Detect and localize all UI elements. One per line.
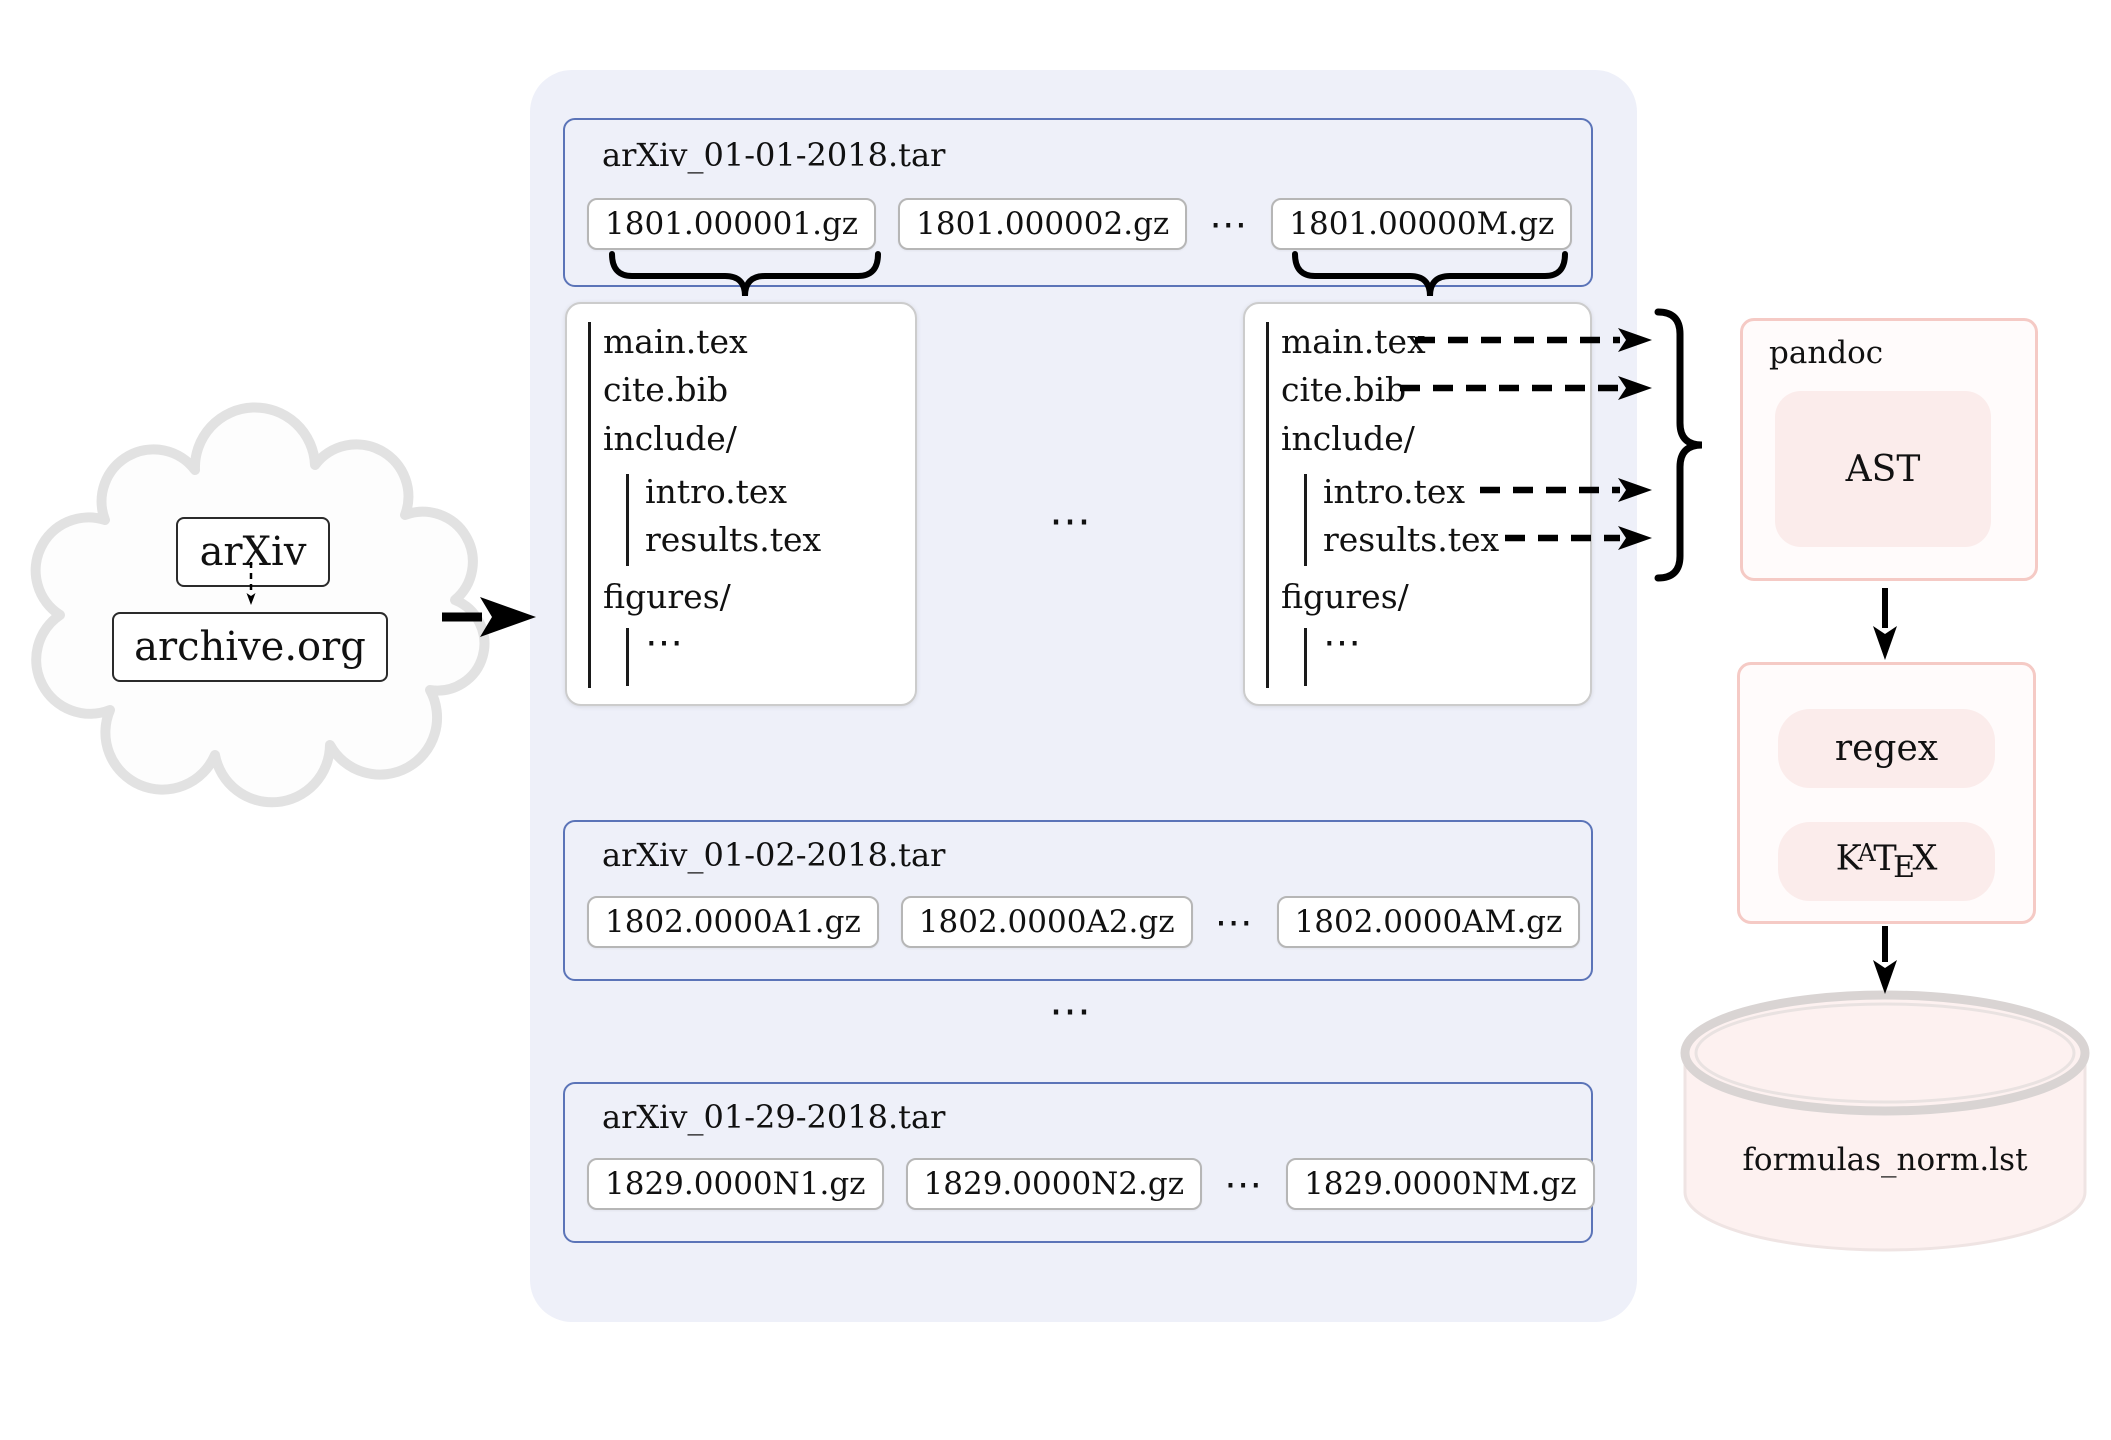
gz-file-row: 1801.000001.gz 1801.000002.gz ⋯ 1801.000… [587, 198, 1573, 250]
gz-file: 1802.0000A2.gz [900, 896, 1193, 948]
tree-entry: figures/ [1281, 577, 1409, 616]
file-tree-right: main.tex cite.bib include/ intro.tex res… [1243, 302, 1592, 706]
database-label: formulas_norm.lst [1742, 1142, 2028, 1178]
tree-entry: include/ [1281, 419, 1415, 458]
tar-box-01-02: arXiv_01-02-2018.tar 1802.0000A1.gz 1802… [563, 820, 1593, 981]
gz-file: 1802.0000AM.gz [1276, 896, 1581, 948]
gz-file: 1801.00000M.gz [1271, 198, 1573, 250]
tree-entry: cite.bib [603, 370, 729, 409]
tars-ellipsis: ⋯ [1049, 986, 1091, 1035]
tree-entry: figures/ [603, 577, 731, 616]
tree-entry: results.tex [645, 520, 822, 559]
tree-ellipsis: ⋯ [1323, 620, 1361, 664]
gz-file: 1802.0000A1.gz [587, 896, 879, 948]
tree-entry: intro.tex [645, 472, 788, 511]
ast-chip: AST [1775, 391, 1991, 547]
gz-ellipsis: ⋯ [1224, 1162, 1265, 1206]
katex-chip: KATEX [1778, 822, 1995, 901]
gz-file: 1801.000002.gz [898, 198, 1188, 250]
tree-rule [626, 628, 629, 686]
tar-title: arXiv_01-01-2018.tar [602, 136, 946, 174]
regex-label: regex [1834, 728, 1939, 769]
tree-entry: intro.tex [1323, 472, 1466, 511]
tree-entry: main.tex [1281, 322, 1426, 361]
tar-box-01-29: arXiv_01-29-2018.tar 1829.0000N1.gz 1829… [563, 1082, 1595, 1243]
tree-entry: include/ [603, 419, 737, 458]
trees-ellipsis: ⋯ [1049, 496, 1091, 545]
tree-rule [1304, 628, 1307, 686]
gz-file-row: 1802.0000A1.gz 1802.0000A2.gz ⋯ 1802.000… [587, 896, 1581, 948]
arxiv-source-box: arXiv [176, 517, 330, 587]
tree-rule [1266, 322, 1269, 688]
tree-rule [626, 474, 629, 566]
archive-org-box: archive.org [112, 612, 388, 682]
tar-title: arXiv_01-29-2018.tar [602, 1098, 946, 1136]
normalize-box: regex KATEX [1737, 662, 2036, 924]
tree-rule [1304, 474, 1307, 566]
tree-entry: results.tex [1323, 520, 1500, 559]
tree-ellipsis: ⋯ [645, 620, 683, 664]
tar-title: arXiv_01-02-2018.tar [602, 836, 946, 874]
tree-rule [588, 322, 591, 688]
archive-org-label: archive.org [134, 624, 366, 670]
tar-box-01-01: arXiv_01-01-2018.tar 1801.000001.gz 1801… [563, 118, 1593, 287]
tree-entry: cite.bib [1281, 370, 1407, 409]
regex-chip: regex [1778, 709, 1995, 788]
gz-file: 1829.0000NM.gz [1286, 1158, 1595, 1210]
ast-label: AST [1845, 448, 1921, 490]
gz-file: 1829.0000N2.gz [905, 1158, 1203, 1210]
arxiv-source-label: arXiv [199, 529, 307, 575]
gz-file-row: 1829.0000N1.gz 1829.0000N2.gz ⋯ 1829.000… [587, 1158, 1595, 1210]
gz-ellipsis: ⋯ [1209, 202, 1250, 246]
tree-entry: main.tex [603, 322, 748, 361]
katex-logo: KATEX [1835, 838, 1938, 885]
pandoc-label: pandoc [1769, 335, 1884, 371]
pandoc-box: pandoc AST [1740, 318, 2038, 581]
file-tree-left: main.tex cite.bib include/ intro.tex res… [565, 302, 917, 706]
gz-file: 1801.000001.gz [587, 198, 877, 250]
gz-file: 1829.0000N1.gz [587, 1158, 884, 1210]
gz-ellipsis: ⋯ [1214, 900, 1255, 944]
